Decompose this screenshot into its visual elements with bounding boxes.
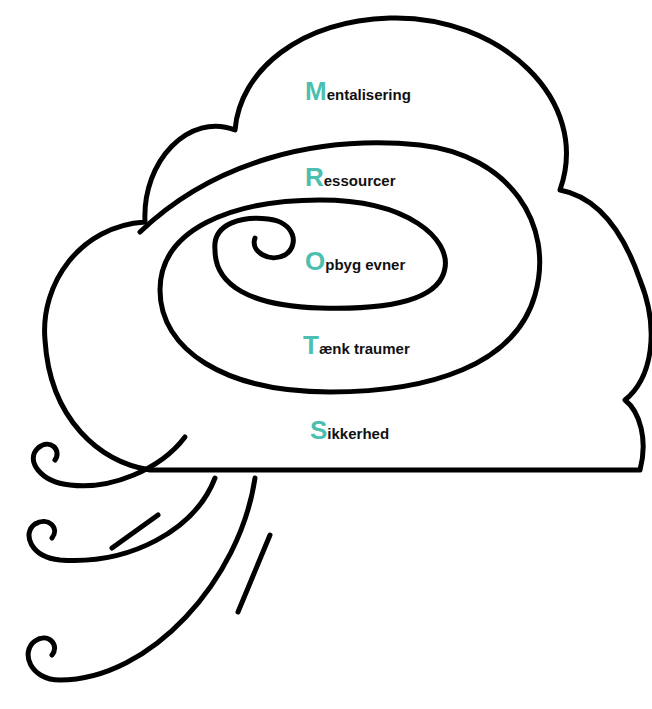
spiral-label: Tænk traumer bbox=[303, 330, 410, 361]
spiral-label: Ressourcer bbox=[305, 162, 396, 193]
spiral-label: Mentalisering bbox=[305, 76, 411, 107]
spiral bbox=[140, 143, 540, 392]
cloud-outline bbox=[45, 18, 652, 470]
wind-swirl bbox=[28, 478, 255, 680]
wind-swirl bbox=[29, 478, 215, 560]
spiral-label: Sikkerhed bbox=[310, 415, 389, 446]
wind-swirl bbox=[33, 437, 185, 486]
wind-line bbox=[112, 515, 158, 548]
spiral-label: Opbyg evner bbox=[305, 246, 405, 277]
wind-line bbox=[238, 535, 270, 612]
